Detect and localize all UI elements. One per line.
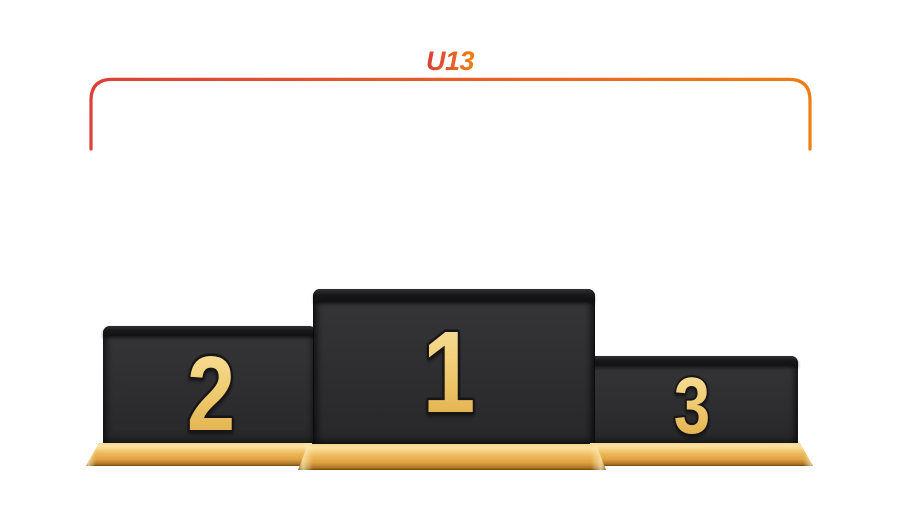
podium-block-top-first: [314, 289, 594, 302]
podium-block-top-third: [585, 356, 798, 366]
podium-block-top-second: [103, 326, 316, 336]
gold-base-first: [298, 444, 606, 470]
podium-block-first-place: [313, 289, 595, 444]
age-group-label: U13: [426, 46, 475, 76]
bracket-line: [89, 77, 812, 151]
podium-block-second-place: [103, 326, 316, 444]
podium-block-third-place: [585, 356, 798, 444]
gold-base-second: [86, 443, 314, 466]
gold-base-third: [588, 443, 813, 466]
